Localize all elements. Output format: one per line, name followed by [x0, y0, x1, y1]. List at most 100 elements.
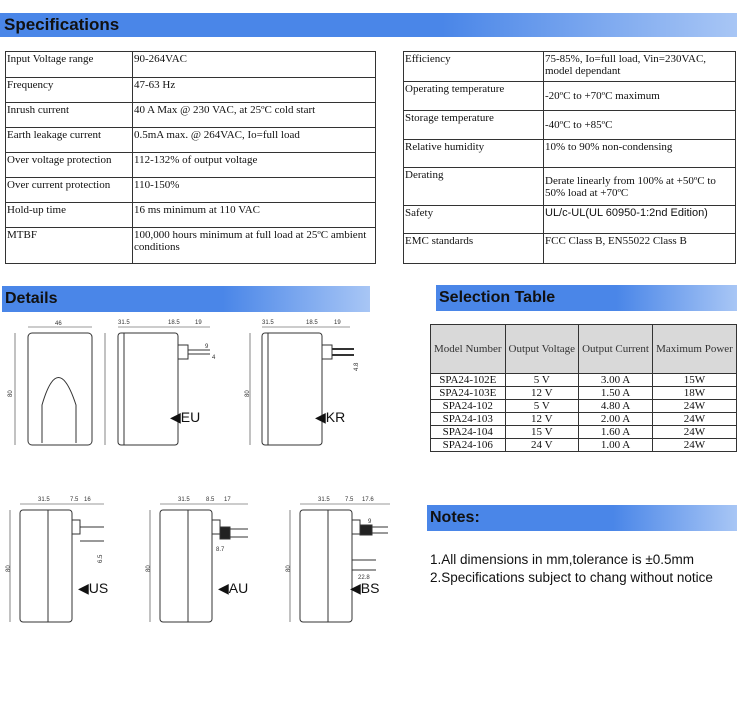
spec-value: UL/c-UL(UL 60950-1:2nd Edition): [543, 205, 736, 234]
kr-label: ◀KR: [315, 409, 345, 425]
eu-dim-height: 80: [8, 390, 14, 397]
cell-current: 4.80 A: [578, 399, 653, 413]
kr-dim-plug: 18.5: [306, 320, 318, 326]
col-header-power: Maximum Power: [652, 324, 737, 374]
eu-dim-plug: 18.5: [168, 320, 180, 326]
spec-value: 110-150%: [132, 177, 376, 203]
eu-dim-pin: 19: [195, 320, 202, 326]
spec-value: -20ºC to +70ºC maximum: [543, 81, 736, 111]
eu-label: ◀EU: [170, 409, 200, 425]
col-header-model: Model Number: [430, 324, 506, 374]
cell-power: 24W: [652, 399, 737, 413]
spec-label: Efficiency: [403, 51, 544, 82]
spec-label: Over current protection: [5, 177, 133, 203]
details-drawings: 46 31.5 18.5 19 9 4 80 31.5 18.5 19 4.8 …: [6, 320, 390, 623]
cell-voltage: 12 V: [504, 386, 580, 400]
spec-label: Over voltage protection: [5, 152, 133, 178]
spec-value: 100,000 hours minimum at full load at 25…: [132, 227, 376, 264]
eu-front-drawing: [14, 326, 93, 446]
kr-dim-pin: 19: [334, 320, 341, 326]
selection-table-banner: Selection Table: [436, 285, 737, 311]
note-item: 1.All dimensions in mm,tolerance is ±0.5…: [430, 552, 695, 567]
bs-dim-earth: 22.8: [358, 575, 370, 581]
spec-value: 47-63 Hz: [132, 77, 376, 103]
au-dim-plug: 8.5: [206, 497, 215, 503]
au-dim-pin-gap: 8.7: [216, 547, 225, 553]
cell-model: SPA24-102: [430, 399, 506, 413]
us-dim-body: 31.5: [38, 497, 50, 503]
eu-dim-width: 46: [55, 321, 62, 327]
us-side-drawing: [9, 503, 104, 623]
bs-side-drawing: [289, 503, 390, 623]
spec-label: Operating temperature: [403, 81, 544, 111]
cell-voltage: 5 V: [504, 373, 580, 387]
us-dim-pin-gap: 6.5: [98, 554, 104, 563]
spec-value: 75-85%, Io=full load, Vin=230VAC, model …: [543, 51, 736, 82]
note-item: 2.Specifications subject to chang withou…: [430, 570, 713, 585]
cell-voltage: 5 V: [504, 399, 580, 413]
kr-dim-body: 31.5: [262, 320, 274, 326]
spec-label: Storage temperature: [403, 110, 544, 140]
kr-dim-pin-dia: 4.8: [354, 362, 360, 371]
spec-label: Derating: [403, 167, 544, 206]
kr-side-drawing: [249, 326, 354, 446]
specifications-banner: Specifications: [0, 13, 737, 37]
cell-model: SPA24-103E: [430, 386, 506, 400]
au-side-drawing: [149, 503, 248, 623]
us-label: ◀US: [78, 580, 108, 596]
spec-value: 16 ms minimum at 110 VAC: [132, 202, 376, 228]
spec-label: Frequency: [5, 77, 133, 103]
kr-dim-height: 80: [245, 390, 251, 397]
eu-dim-body: 31.5: [118, 320, 130, 326]
cell-voltage: 12 V: [504, 412, 580, 426]
spec-label: Input Voltage range: [5, 51, 133, 78]
eu-side-drawing: [104, 326, 210, 446]
spec-label: Relative humidity: [403, 139, 544, 168]
spec-label: Inrush current: [5, 102, 133, 128]
spec-value: 40 A Max @ 230 VAC, at 25ºC cold start: [132, 102, 376, 128]
cell-power: 24W: [652, 425, 737, 439]
us-dim-pin: 16: [84, 497, 91, 503]
cell-current: 2.00 A: [578, 412, 653, 426]
eu-dim-pin-dia: 4: [212, 355, 216, 361]
cell-model: SPA24-104: [430, 425, 506, 439]
us-dim-height: 80: [6, 565, 12, 572]
selection-table: Model Number Output Voltage Output Curre…: [430, 324, 737, 452]
cell-model: SPA24-103: [430, 412, 506, 426]
au-dim-pin: 17: [224, 497, 231, 503]
spec-label: Earth leakage current: [5, 127, 133, 153]
spec-label: MTBF: [5, 227, 133, 264]
cell-current: 1.60 A: [578, 425, 653, 439]
au-dim-body: 31.5: [178, 497, 190, 503]
au-label: ◀AU: [218, 580, 248, 596]
details-banner: Details: [2, 286, 370, 312]
cell-voltage: 15 V: [504, 425, 580, 439]
cell-power: 15W: [652, 373, 737, 387]
spec-value: 10% to 90% non-condensing: [543, 139, 736, 168]
eu-dim-pin-gap: 9: [205, 344, 209, 350]
cell-current: 1.00 A: [578, 438, 653, 452]
cell-power: 24W: [652, 438, 737, 452]
spec-value: -40ºC to +85ºC: [543, 110, 736, 140]
cell-current: 1.50 A: [578, 386, 653, 400]
spec-value: 0.5mA max. @ 264VAC, Io=full load: [132, 127, 376, 153]
spec-value: FCC Class B, EN55022 Class B: [543, 233, 736, 264]
cell-model: SPA24-106: [430, 438, 506, 452]
bs-dim-height: 80: [286, 565, 292, 572]
bs-dim-pin-gap: 9: [368, 519, 372, 525]
bs-dim-pin: 17.6: [362, 497, 374, 503]
spec-value: 112-132% of output voltage: [132, 152, 376, 178]
bs-dim-plug: 7.5: [345, 497, 354, 503]
cell-current: 3.00 A: [578, 373, 653, 387]
spec-label: Safety: [403, 205, 544, 234]
cell-model: SPA24-102E: [430, 373, 506, 387]
col-header-current: Output Current: [578, 324, 653, 374]
bs-dim-body: 31.5: [318, 497, 330, 503]
spec-value: Derate linearly from 100% at +50ºC to 50…: [543, 167, 736, 206]
